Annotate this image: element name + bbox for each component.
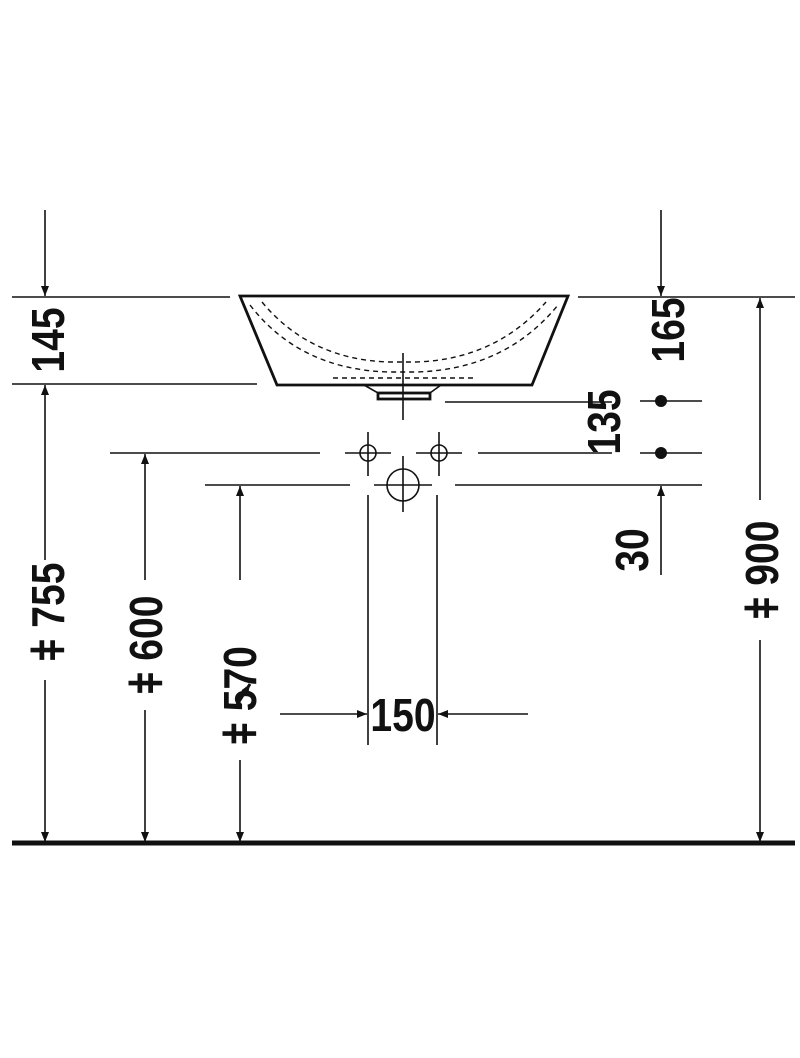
reference-lines <box>12 296 795 745</box>
dim-165: 165 <box>643 297 695 362</box>
tap-hole-left <box>345 432 391 476</box>
dim-570: ǂ 570 <box>215 646 267 745</box>
dim-900: ǂ 900 <box>737 521 789 620</box>
dim-150: 150 <box>370 690 435 742</box>
dim-755: ǂ 755 <box>23 563 75 662</box>
dimension-lines <box>41 210 764 842</box>
basin-outline <box>237 294 571 420</box>
dim-30: 30 <box>607 528 659 571</box>
dim-145: 145 <box>23 307 75 372</box>
dim-600: ǂ 600 <box>121 596 173 695</box>
dim-135: 135 <box>579 389 631 454</box>
tap-hole-right <box>416 432 462 476</box>
waste-outlet <box>374 456 432 512</box>
